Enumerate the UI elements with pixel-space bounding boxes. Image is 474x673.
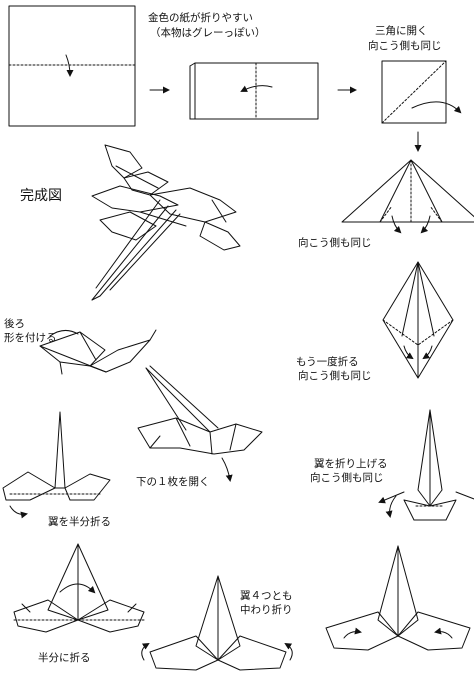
label-open-bottom: 下の１枚を開く [136,476,210,488]
bottom-right-model [325,545,471,651]
step4-triangle [341,159,474,234]
step2-rectangle [189,62,319,120]
half-fold-model [13,543,145,633]
label-shape: 形を付ける [4,332,57,344]
label-fold-half: 半分に折る [38,652,91,664]
label-fold-wings-up: 翼を折り上げる [314,458,388,470]
label-real-grey: （本物はグレーっぽい） [150,27,266,39]
label-back-same-4: 向こう側も同じ [310,472,384,484]
label-finished: 完成図 [20,188,62,204]
label-four-wings: 翼４つとも [240,590,293,602]
step3-square [381,60,462,124]
label-back-same-1: 向こう側も同じ [368,40,442,52]
inside-reverse-model [141,575,293,671]
back-shape-model [39,329,157,375]
finished-model [91,144,241,301]
label-inside-reverse: 中わり折り [240,604,293,616]
step1-square [8,5,136,127]
label-wing-half: 翼を半分折る [48,516,111,528]
wing-half-model [2,411,111,519]
label-gold-paper: 金色の紙が折りやすい [148,12,253,24]
label-open-triangle: 三角に開く [375,25,428,37]
open-bottom-model [137,365,263,482]
label-back-same-2: 向こう側も同じ [298,237,372,249]
label-back: 後ろ [4,318,25,330]
step6-model [378,409,474,521]
step5-kite [382,261,454,379]
label-back-same-3: 向こう側も同じ [298,370,372,382]
label-fold-again: もう一度折る [296,356,359,368]
